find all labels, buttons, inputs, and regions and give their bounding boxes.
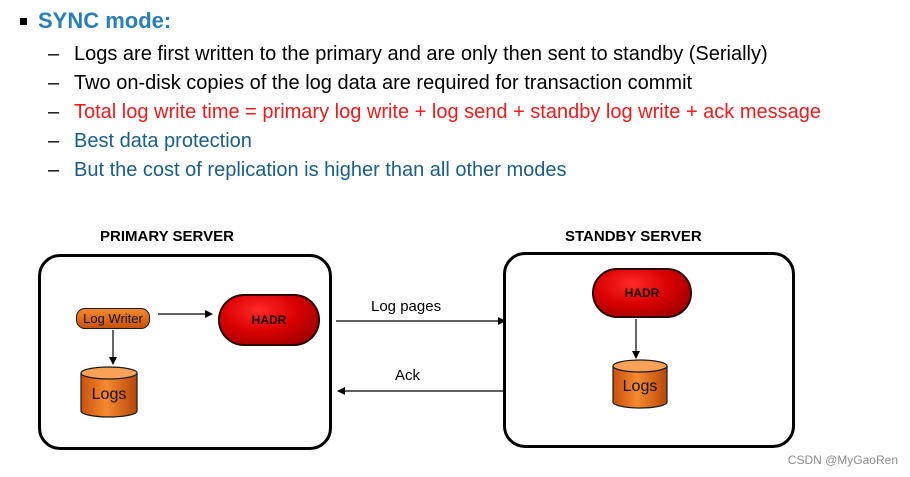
dash-icon: – — [48, 72, 60, 94]
standby-server-title: STANDBY SERVER — [565, 228, 702, 245]
bullet-text: Total log write time = primary log write… — [74, 101, 822, 123]
log-pages-label: Log pages — [371, 298, 442, 315]
primary-server-title: PRIMARY SERVER — [100, 228, 234, 245]
bullet-item: – But the cost of replication is higher … — [48, 156, 821, 185]
primary-hadr-node: HADR — [218, 294, 320, 346]
dash-icon: – — [48, 43, 60, 65]
watermark: CSDN @MyGaoRen — [787, 453, 898, 467]
primary-logs-label: Logs — [91, 386, 127, 403]
primary-logs-cylinder: Logs — [80, 366, 138, 418]
bullet-item: – Logs are first written to the primary … — [48, 40, 821, 69]
standby-hadr-node: HADR — [592, 268, 692, 318]
bullet-list: – Logs are first written to the primary … — [48, 40, 821, 185]
standby-logs-label: Logs — [622, 378, 658, 395]
database-icon — [80, 366, 138, 418]
dash-icon: – — [48, 130, 60, 152]
standby-logs-cylinder: Logs — [612, 359, 668, 409]
bullet-item: – Two on-disk copies of the log data are… — [48, 69, 821, 98]
slide-title: SYNC mode: — [38, 8, 172, 33]
bullet-text: Two on-disk copies of the log data are r… — [74, 72, 693, 94]
dash-icon: – — [48, 101, 60, 123]
bullet-text: But the cost of replication is higher th… — [74, 159, 567, 181]
square-bullet-icon — [20, 18, 27, 25]
bullet-item: – Best data protection — [48, 127, 821, 156]
ack-label: Ack — [395, 367, 421, 384]
database-icon — [612, 359, 668, 409]
primary-server-box — [38, 254, 332, 450]
bullet-text: Best data protection — [74, 130, 252, 152]
bullet-item: – Total log write time = primary log wri… — [48, 98, 821, 127]
dash-icon: – — [48, 159, 60, 181]
log-writer-node: Log Writer — [76, 308, 150, 329]
bullet-text: Logs are first written to the primary an… — [74, 43, 768, 65]
